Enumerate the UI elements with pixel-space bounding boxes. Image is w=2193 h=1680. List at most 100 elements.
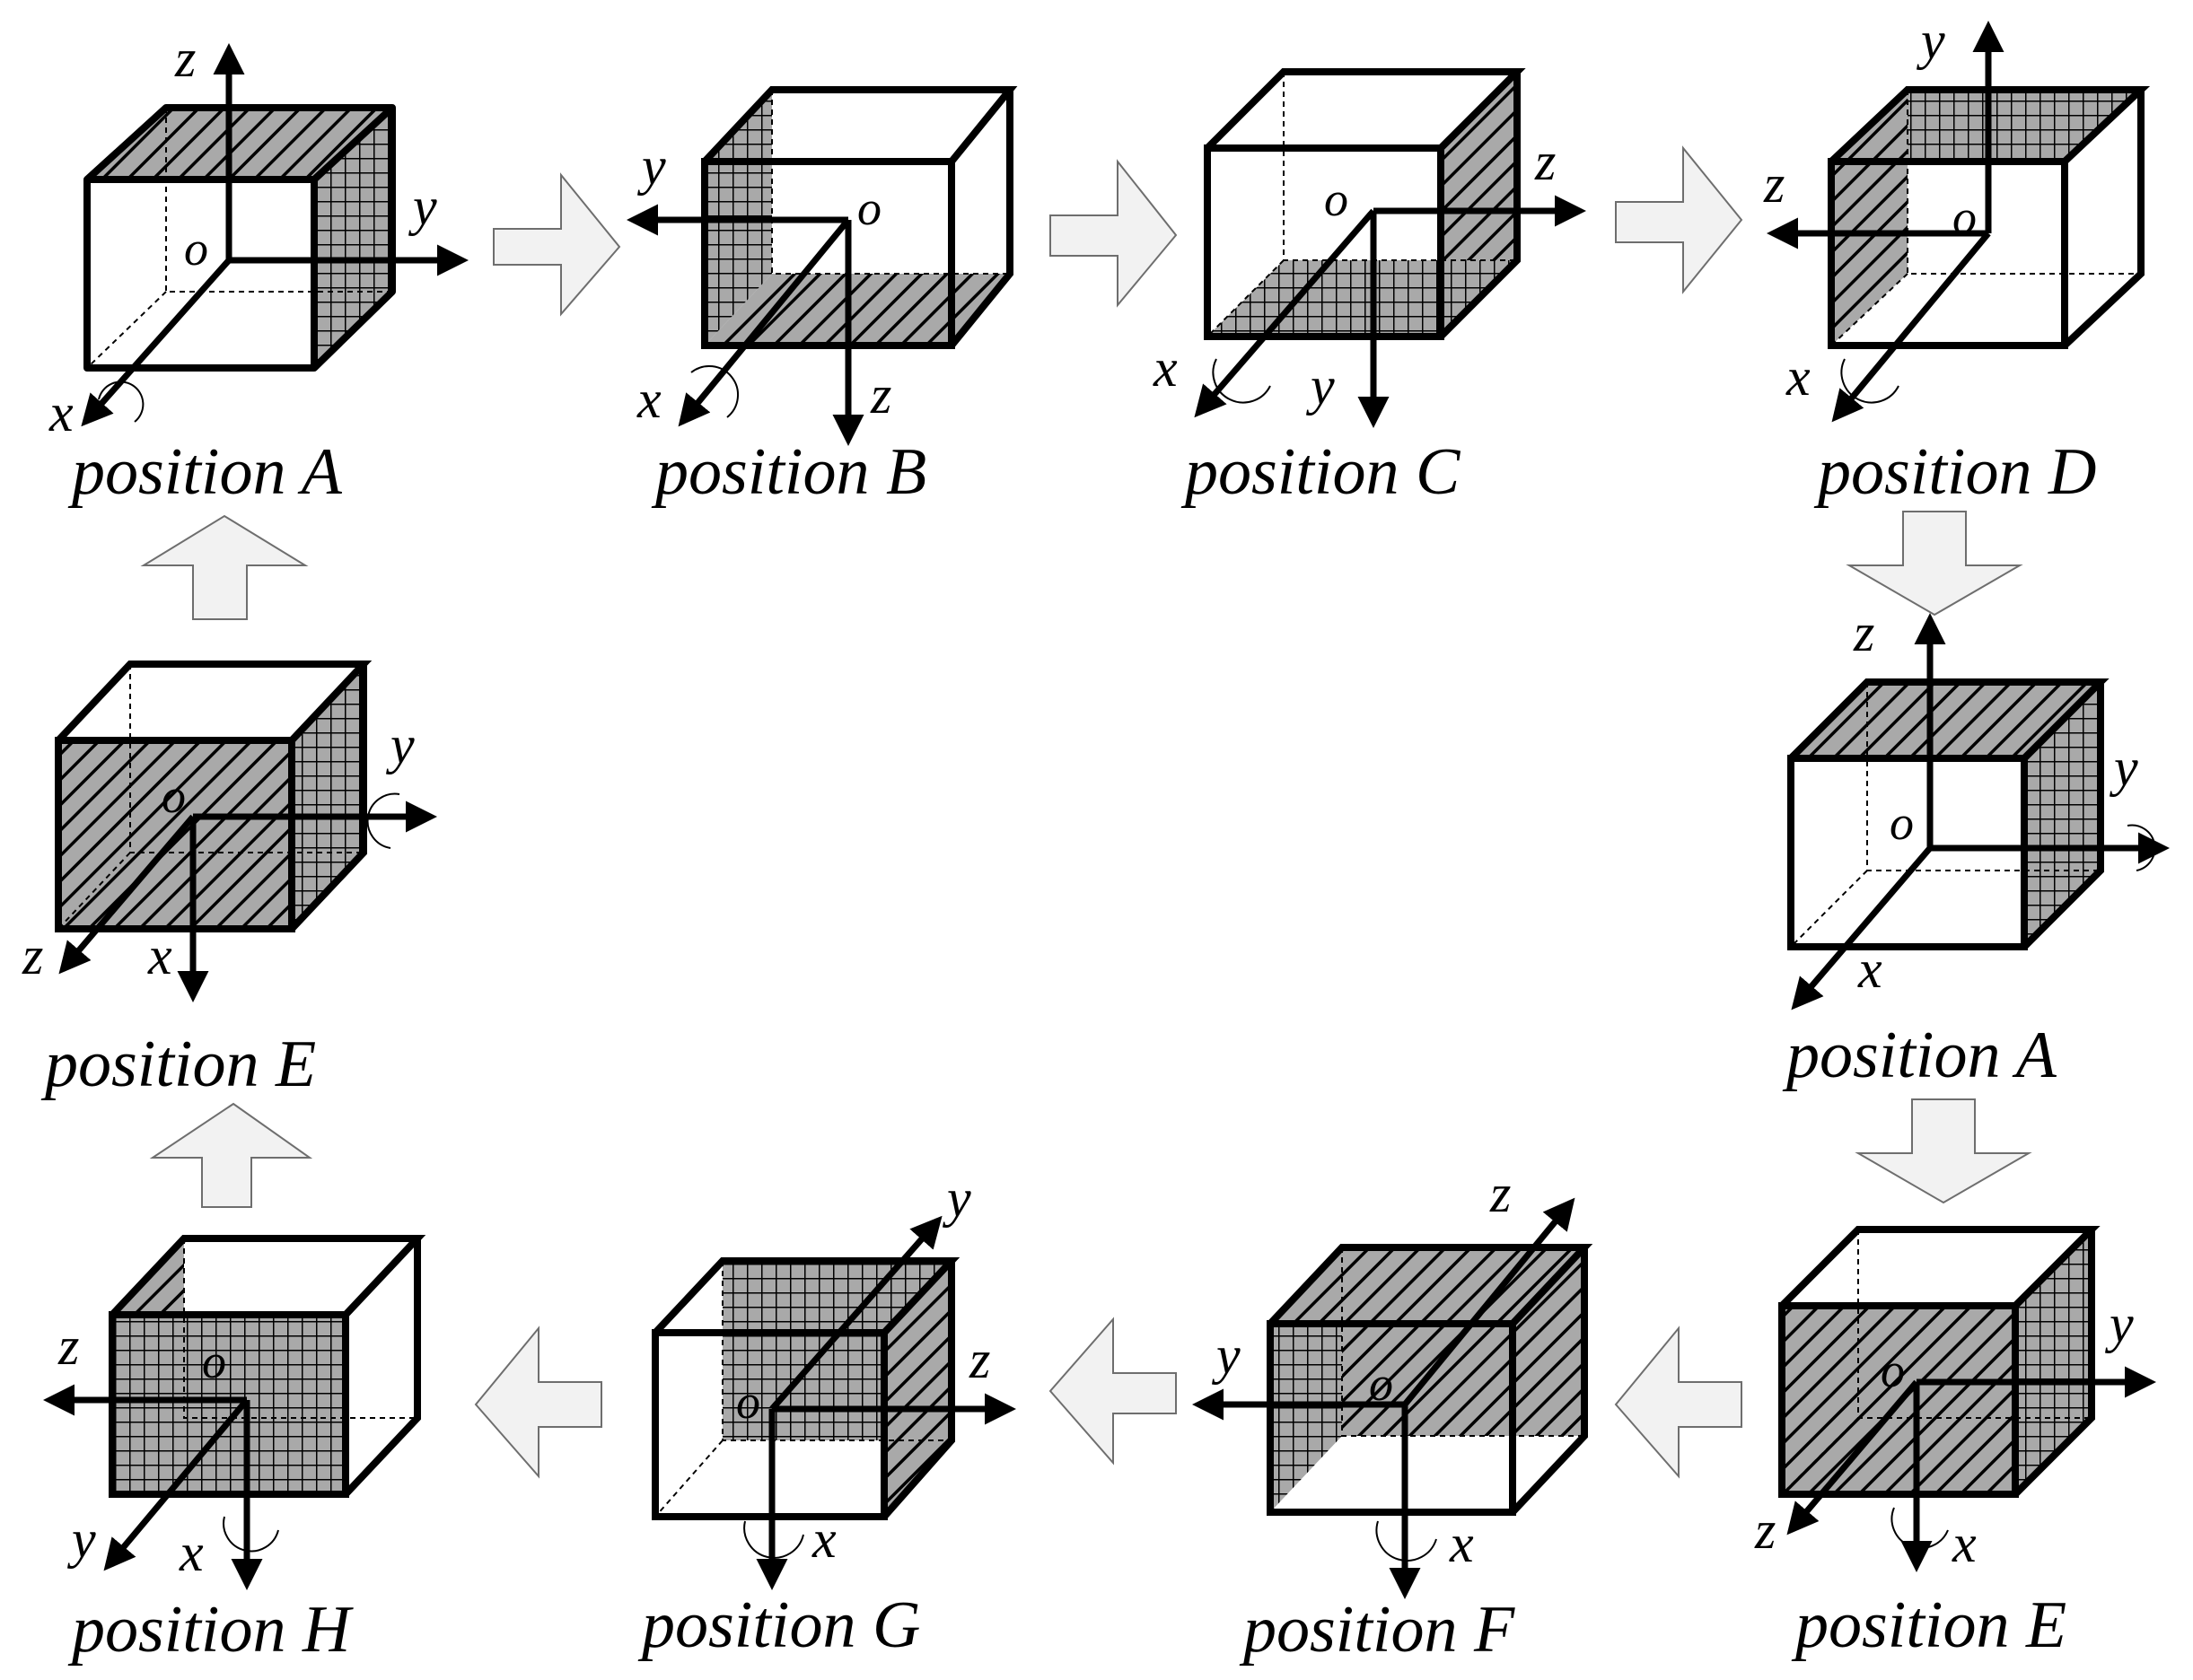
rotation-arrow (98, 381, 145, 423)
axis-y-arrow (769, 1215, 943, 1412)
axis-z-arrow (58, 814, 196, 975)
origin-label: o (1881, 1343, 1905, 1397)
rotation-arrow (1212, 358, 1271, 404)
axis-label-z: z (870, 365, 891, 424)
origin-label: o (1324, 172, 1348, 226)
face-bottom-mesh (1207, 260, 1517, 337)
cube-position-e-2 (55, 661, 437, 1002)
origin-label: o (184, 222, 208, 276)
axis-label-y: y (2104, 1294, 2134, 1353)
cube-position-b (627, 86, 1018, 446)
cube-edges (1787, 678, 2110, 950)
axis-label-y: y (2109, 738, 2138, 797)
transition-arrow-down (1855, 1098, 2032, 1204)
position-label-d: position D (1813, 435, 2096, 509)
cube-edges (109, 1235, 426, 1498)
cube-edges (1267, 1244, 1593, 1516)
origin-label: o (162, 769, 186, 823)
cube-position-e-1 (1778, 1226, 2156, 1572)
axis-y-arrow (103, 1397, 250, 1571)
hidden-edges (1790, 682, 2101, 948)
transition-arrow-right (1615, 145, 1743, 294)
rotation-arrow (223, 1516, 279, 1553)
cube-position-f (1192, 1197, 1593, 1599)
axis-label-z: z (174, 29, 196, 88)
axis-label-x: x (1857, 940, 1882, 999)
axis-label-x: x (636, 370, 662, 429)
position-label-f: position F (1239, 1593, 1515, 1667)
cube-edges (55, 661, 373, 932)
axis-label-z: z (22, 926, 43, 985)
origin-label: o (736, 1375, 760, 1429)
axis-x-arrow (1194, 208, 1376, 418)
transition-arrow-up (140, 514, 309, 620)
axis-label-y: y (408, 177, 437, 236)
axis-label-y: y (1305, 356, 1335, 416)
hidden-edges (183, 1238, 417, 1419)
face-right-hatched (884, 1261, 952, 1517)
axis-label-z: z (1853, 603, 1874, 662)
axis-label-z: z (969, 1330, 990, 1389)
axis-x-arrow (1791, 845, 1933, 1011)
rotation-arrow (366, 792, 400, 849)
cube-position-d (1767, 21, 2151, 423)
hidden-edges (771, 90, 1010, 275)
hidden-edges (57, 664, 364, 930)
transition-arrow-left (474, 1326, 602, 1479)
transition-arrow-down (1846, 511, 2023, 617)
position-label-e-1: position E (1791, 1588, 2066, 1662)
axis-z-arrow (1402, 1197, 1575, 1407)
origin-label: o (1890, 796, 1914, 850)
rotation-arrow (1375, 1520, 1437, 1562)
axis-x-arrow (1831, 231, 1991, 423)
transition-arrow-left (1048, 1317, 1177, 1466)
axis-label-z: z (1489, 1164, 1511, 1223)
rotation-arrow (1840, 358, 1899, 404)
axis-label-x: x (1449, 1514, 1474, 1573)
origin-label: o (857, 181, 882, 235)
axis-label-y: y (1211, 1326, 1241, 1385)
axis-label-x: x (179, 1523, 204, 1582)
rotation-arrow (2127, 824, 2156, 871)
face-right-mesh (292, 664, 364, 929)
axis-label-y: y (66, 1509, 96, 1569)
face-right-mesh (2024, 682, 2101, 947)
axis-label-x: x (811, 1509, 837, 1569)
axis-label-y: y (636, 136, 666, 196)
face-bottom-hatched (705, 274, 1010, 346)
cube-position-h (43, 1235, 426, 1590)
axis-x-arrow (678, 217, 851, 427)
position-label-c: position C (1180, 435, 1461, 509)
axis-label-x: x (48, 383, 74, 442)
rotation-arrow (690, 365, 739, 418)
face-top-hatched (1791, 682, 2101, 758)
hidden-edges (1781, 1229, 2092, 1495)
transition-arrow-left (1614, 1326, 1742, 1479)
axis-label-y: y (942, 1168, 971, 1228)
axis-x-arrow (81, 258, 232, 427)
cube-position-a-2 (1787, 613, 2170, 1011)
axis-label-x: x (1952, 1514, 1977, 1573)
hidden-edges (1341, 1247, 1584, 1437)
cube-position-a-1 (81, 43, 469, 427)
axis-label-z: z (57, 1317, 79, 1376)
position-label-a-2: position A (1782, 1019, 2057, 1092)
transition-arrow-right (1049, 159, 1178, 308)
axis-label-y: y (1916, 11, 1945, 70)
cube-edges (701, 86, 1018, 349)
axis-label-x: x (147, 926, 172, 985)
origin-label: o (202, 1334, 226, 1388)
position-label-h: position H (67, 1593, 354, 1667)
axis-label-y: y (385, 715, 415, 774)
cube-position-g (652, 1215, 1016, 1590)
rotation-arrow (743, 1520, 804, 1559)
position-label-e-2: position E (40, 1028, 316, 1101)
axis-label-z: z (1754, 1501, 1776, 1560)
axis-label-x: x (1785, 347, 1811, 407)
face-right-mesh (314, 108, 392, 368)
cube-edges (652, 1257, 961, 1520)
axis-label-z: z (1763, 154, 1785, 214)
face-top-hatched (87, 108, 392, 179)
